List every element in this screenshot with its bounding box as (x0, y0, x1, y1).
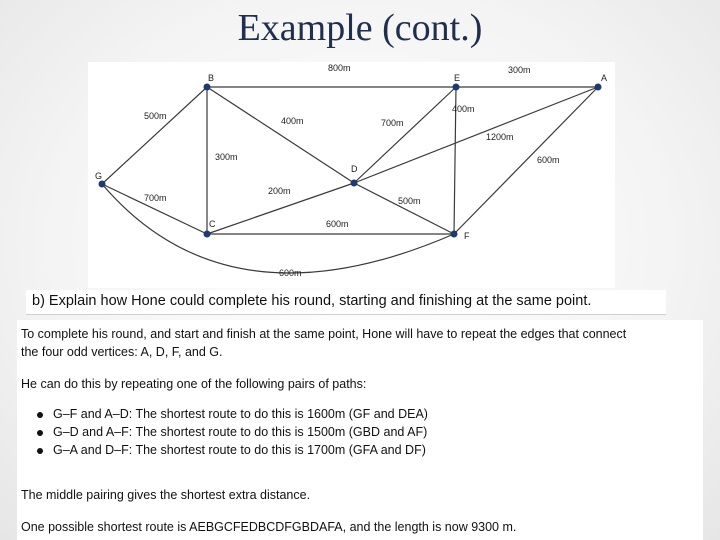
edge-label-E-D: 700m (381, 118, 404, 128)
vertex-F (450, 230, 458, 238)
answer-panel: To complete his round, and start and fin… (17, 320, 703, 540)
edge-label-B-C: 300m (215, 152, 238, 162)
edge-label-G-C: 700m (144, 193, 167, 203)
path-options-list: G–F and A–D: The shortest route to do th… (35, 406, 428, 460)
edge-B-D (206, 86, 355, 184)
answer-intro-line-1: To complete his round, and start and fin… (21, 327, 627, 341)
vertex-D (350, 179, 358, 187)
edge-D-F (353, 182, 455, 235)
edge-label-B-E: 800m (328, 63, 351, 73)
vertex-label-F: F (464, 231, 470, 241)
vertex-label-G: G (95, 171, 102, 181)
vertex-C (203, 230, 211, 238)
vertex-E (452, 83, 460, 91)
edge-label-D-F: 500m (398, 196, 421, 206)
vertex-B (203, 83, 211, 91)
answer-lead: He can do this by repeating one of the f… (21, 377, 367, 391)
edge-C-D (206, 182, 355, 235)
path-option: G–F and A–D: The shortest route to do th… (35, 406, 428, 424)
question-text: b) Explain how Hone could complete his r… (32, 293, 592, 309)
vertex-G (98, 180, 106, 188)
edge-label-E-F: 400m (452, 104, 475, 114)
answer-conclusion: The middle pairing gives the shortest ex… (21, 488, 311, 502)
question-bar: b) Explain how Hone could complete his r… (26, 290, 666, 315)
path-option: G–A and D–F: The shortest route to do th… (35, 442, 428, 460)
edge-label-B-D: 400m (281, 116, 304, 126)
edge-label-A-D: 1200m (486, 132, 514, 142)
vertex-label-A: A (601, 73, 607, 83)
edge-A-F (453, 86, 599, 235)
edge-label-G-F: 600m (279, 268, 302, 278)
edge-label-C-D: 200m (268, 186, 291, 196)
edge-A-D (353, 86, 599, 184)
vertex-label-E: E (454, 73, 460, 83)
vertex-label-D: D (351, 164, 358, 174)
answer-intro-line-2: the four odd vertices: A, D, F, and G. (21, 345, 223, 359)
edge-label-C-F: 600m (326, 219, 349, 229)
path-option: G–D and A–F: The shortest route to do th… (35, 424, 428, 442)
slide-title: Example (cont.) (237, 7, 483, 49)
edge-label-A-F: 600m (537, 155, 560, 165)
network-graph: A B C D E F G 800m 300m 500m 400m 700m 4… (88, 62, 615, 288)
vertex-label-C: C (209, 219, 216, 229)
edge-E-D (353, 86, 457, 184)
edge-G-C (101, 183, 208, 235)
vertex-A (594, 83, 602, 91)
edge-G-B (101, 86, 208, 185)
edge-label-G-B: 500m (144, 111, 167, 121)
edge-G-F (101, 183, 455, 274)
edge-E-F (453, 86, 457, 235)
graph-svg: A B C D E F G 800m 300m 500m 400m 700m 4… (95, 63, 607, 278)
answer-final-route: One possible shortest route is AEBGCFEDB… (21, 520, 517, 534)
edge-label-E-A: 300m (508, 65, 531, 75)
vertex-label-B: B (208, 73, 214, 83)
